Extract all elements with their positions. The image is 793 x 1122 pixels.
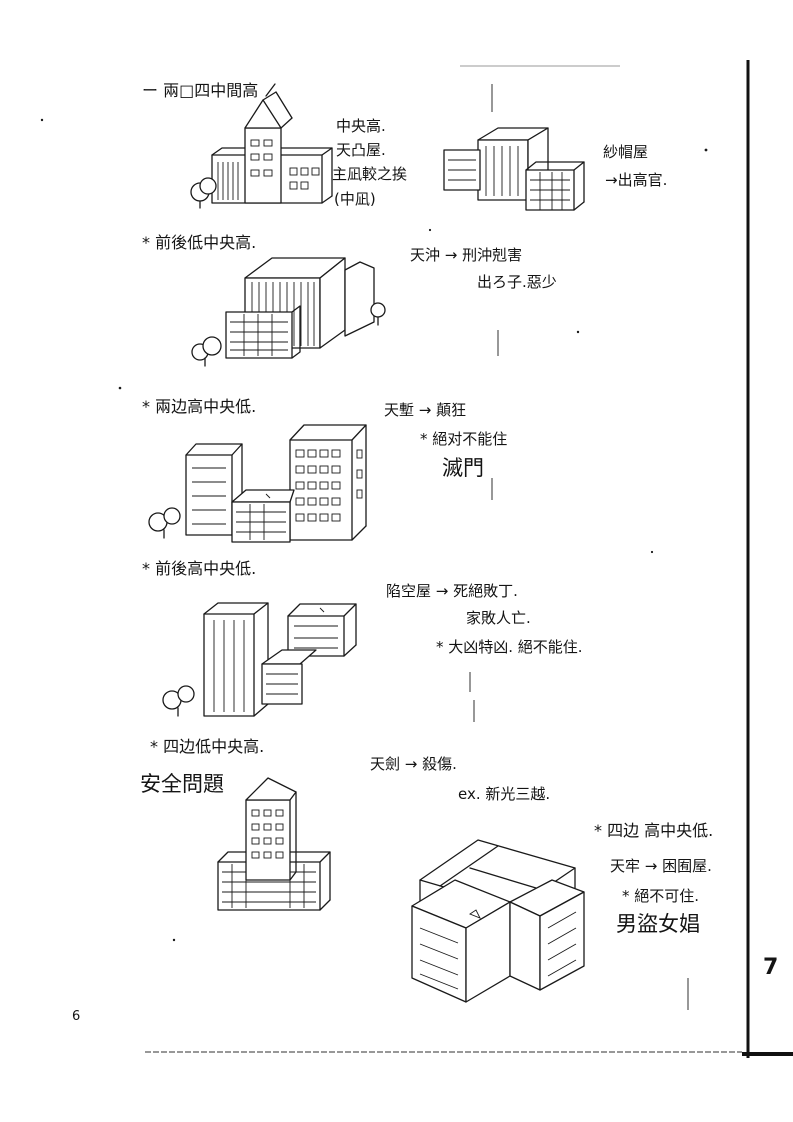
note-6-3: 男盜女娼 bbox=[616, 912, 700, 936]
note-1-right-1: 紗帽屋 bbox=[603, 143, 649, 161]
note-6-2: * 絕不可住. bbox=[622, 887, 700, 905]
note-4-1: 陷空屋 → 死絕敗丁. bbox=[386, 582, 518, 600]
note-1-right-2: →出高官. bbox=[605, 171, 668, 189]
note-2-2: 出ろ子.惡少 bbox=[477, 273, 557, 291]
note-5-1: 天劍 → 殺傷. bbox=[370, 755, 457, 773]
note-2-1: 天沖 → 刑沖剋害 bbox=[410, 246, 523, 264]
heading-4: * 前後高中央低. bbox=[142, 559, 257, 578]
building-sketch-6 bbox=[411, 839, 585, 1003]
note-3-2: * 絕对不能住 bbox=[420, 430, 508, 448]
page-number-right: 7 bbox=[763, 955, 779, 980]
building-sketch-3 bbox=[148, 424, 367, 543]
note-1-3: 主凪較之挨 bbox=[332, 165, 408, 183]
note-3-1: 天塹 → 顛狂 bbox=[384, 401, 467, 419]
note-1-1: 中央高. bbox=[336, 117, 386, 135]
note-4-3: * 大凶特凶. 絕不能住. bbox=[436, 638, 583, 656]
heading-6: * 四边 高中央低. bbox=[594, 821, 714, 840]
building-sketch-5 bbox=[217, 777, 331, 911]
heading-3: * 兩边高中央低. bbox=[142, 397, 257, 416]
scan-specks bbox=[40, 118, 708, 942]
note-1-2: 天凸屋. bbox=[336, 141, 386, 159]
heading-5: * 四边低中央高. bbox=[150, 737, 265, 756]
note-1-4: (中凪) bbox=[334, 190, 376, 208]
building-sketch-1 bbox=[190, 83, 333, 209]
subheading-5: 安全問題 bbox=[140, 772, 224, 796]
note-5-2: ex. 新光三越. bbox=[458, 785, 551, 803]
divider-lines bbox=[469, 84, 689, 1010]
heading-2: * 前後低中央高. bbox=[142, 233, 257, 252]
building-sketch-2 bbox=[191, 257, 386, 367]
note-6-1: 天牢 → 困囿屋. bbox=[610, 857, 712, 875]
note-3-3: 滅門 bbox=[442, 456, 484, 480]
page-number-left: 6 bbox=[72, 1009, 81, 1024]
building-sketch-1b bbox=[443, 127, 585, 211]
note-4-2: 家敗人亡. bbox=[466, 609, 531, 627]
heading-1: ー 兩□四中間高 bbox=[142, 81, 259, 100]
building-sketch-4 bbox=[162, 602, 357, 717]
